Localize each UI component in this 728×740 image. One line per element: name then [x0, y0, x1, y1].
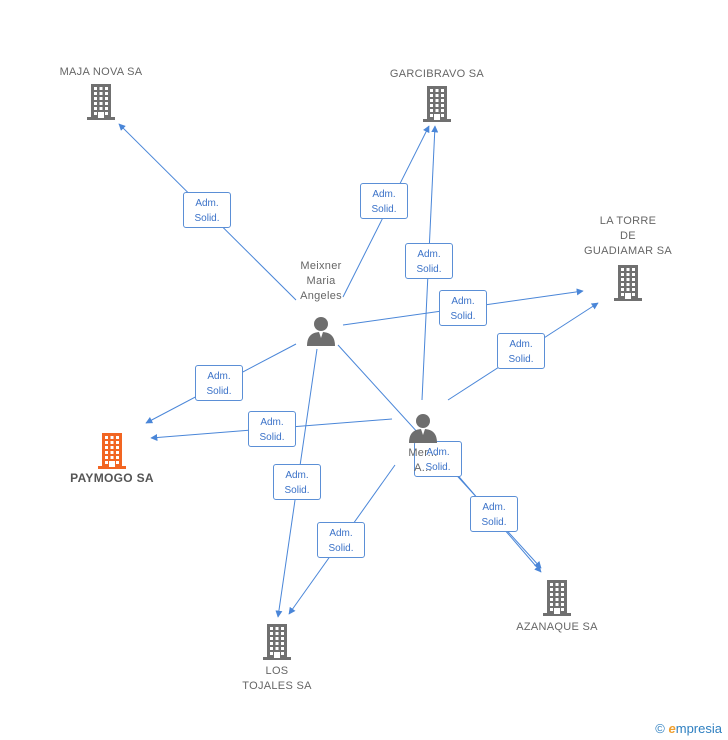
edge-label-line: Adm. — [372, 189, 396, 200]
edge-label-line: Adm. — [451, 296, 475, 307]
node-name-line: LOS — [265, 665, 289, 677]
edge-label-line: Adm. — [509, 339, 533, 350]
node-name-line: MAJA NOVA SA — [59, 66, 143, 78]
brand-name: mpresia — [675, 721, 722, 736]
edge-label-line: Adm. — [329, 528, 353, 539]
brand-initial: e — [668, 721, 676, 736]
edge-label-line: Solid. — [371, 204, 397, 215]
edge-label-mer-to-paymogo[interactable]: Adm. Solid. — [248, 411, 296, 447]
node-name-line: LA TORRE — [599, 215, 657, 227]
edge-label-line: Solid. — [328, 543, 354, 554]
node-name-line: Meixner — [300, 260, 342, 272]
edge-label-mer-to-garcibravo[interactable]: Adm. Solid. — [405, 243, 453, 279]
building-icon[interactable] — [421, 86, 453, 127]
edge-label-meixner-to-los_tojales[interactable]: Adm. Solid. — [273, 464, 321, 500]
node-name-line: AZANAQUE SA — [516, 621, 598, 633]
edge-label-line: Solid. — [194, 213, 220, 224]
edge-label-line: Adm. — [417, 249, 441, 260]
edge-label-meixner-to-la_torre[interactable]: Adm. Solid. — [439, 290, 487, 326]
edge-label-line: Solid. — [508, 354, 534, 365]
person-icon[interactable] — [306, 316, 336, 351]
edge-label-meixner-to-garcibravo[interactable]: Adm. Solid. — [360, 183, 408, 219]
edge-label-line: Adm. — [426, 447, 450, 458]
edge-label-line: Solid. — [450, 311, 476, 322]
node-label-la_torre[interactable]: LA TORRE DE GUADIAMAR SA — [558, 214, 698, 259]
edge-label-line: Adm. — [195, 198, 219, 209]
edge-label-meixner-to-azanaque[interactable]: Adm. Solid. — [414, 441, 462, 477]
edge-label-line: Adm. — [482, 502, 506, 513]
edge-label-mer-to-la_torre[interactable]: Adm. Solid. — [497, 333, 545, 369]
edge-label-line: Adm. — [207, 371, 231, 382]
edge-label-line: Adm. — [260, 417, 284, 428]
edge-label-line: Solid. — [416, 264, 442, 275]
edge-label-line: Solid. — [425, 462, 451, 473]
node-name-line: Maria — [306, 275, 336, 287]
node-label-mer[interactable]: Mer... A... — [353, 446, 493, 476]
building-icon[interactable] — [541, 580, 573, 621]
edge-label-line: Solid. — [284, 485, 310, 496]
node-name-line: TOJALES SA — [242, 680, 312, 692]
node-label-maja_nova[interactable]: MAJA NOVA SA — [31, 65, 171, 80]
building-icon[interactable] — [261, 624, 293, 665]
node-name-line: GARCIBRAVO SA — [389, 68, 485, 80]
edge-label-mer-to-los_tojales[interactable]: Adm. Solid. — [317, 522, 365, 558]
building-icon[interactable] — [612, 265, 644, 306]
node-label-los_tojales[interactable]: LOS TOJALES SA — [207, 664, 347, 694]
edge-label-meixner-to-maja_nova[interactable]: Adm. Solid. — [183, 192, 231, 228]
edge-label-line: Solid. — [481, 517, 507, 528]
building-icon[interactable] — [85, 84, 117, 125]
empresia-watermark: © empresia — [655, 721, 722, 736]
node-name-line: A... — [414, 462, 432, 474]
copyright-symbol: © — [655, 721, 665, 736]
edge-label-line: Solid. — [259, 432, 285, 443]
node-name-line: GUADIAMAR SA — [584, 245, 672, 257]
node-name-line: PAYMOGO SA — [70, 471, 154, 485]
node-name-line: Angeles — [300, 290, 342, 302]
edge-label-line: Solid. — [206, 386, 232, 397]
node-name-line: Mer... — [408, 447, 438, 459]
person-icon[interactable] — [408, 413, 438, 448]
edge-label-mer-to-azanaque[interactable]: Adm. Solid. — [470, 496, 518, 532]
building-icon[interactable] — [96, 433, 128, 474]
node-label-garcibravo[interactable]: GARCIBRAVO SA — [367, 67, 507, 82]
edge-label-meixner-to-paymogo[interactable]: Adm. Solid. — [195, 365, 243, 401]
node-name-line: DE — [620, 230, 636, 242]
edge-label-line: Adm. — [285, 470, 309, 481]
node-label-paymogo[interactable]: PAYMOGO SA — [42, 471, 182, 486]
node-label-azanaque[interactable]: AZANAQUE SA — [487, 620, 627, 635]
